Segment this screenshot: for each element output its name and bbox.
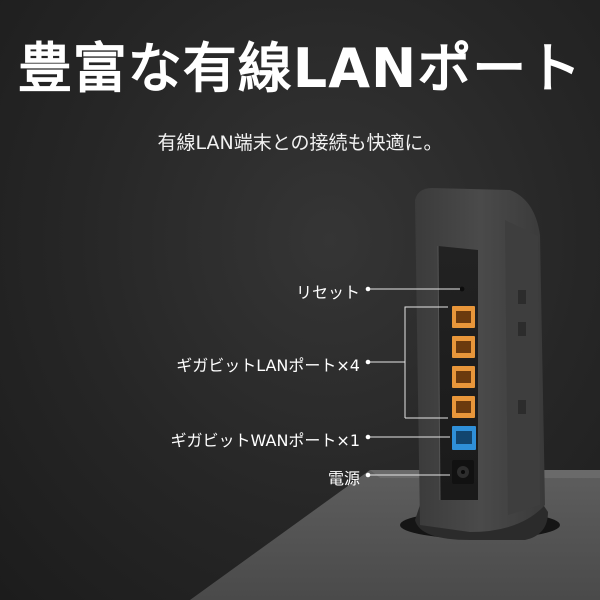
page-title: 豊富な有線LANポート — [17, 37, 583, 100]
router — [400, 188, 560, 540]
callout-reset: リセット — [295, 283, 360, 302]
callout-lan-ports: ギガビットLANポート×4 — [176, 356, 360, 375]
reset-hole — [459, 286, 465, 292]
page-subtitle: 有線LAN端末との接続も快適に。 — [157, 132, 443, 154]
callout-wan-port: ギガビットWANポート×1 — [170, 431, 360, 450]
callout-lines — [368, 288, 460, 476]
lan-port-group — [452, 306, 475, 418]
callout-power: 電源 — [327, 469, 360, 488]
callout-dots — [365, 286, 371, 478]
